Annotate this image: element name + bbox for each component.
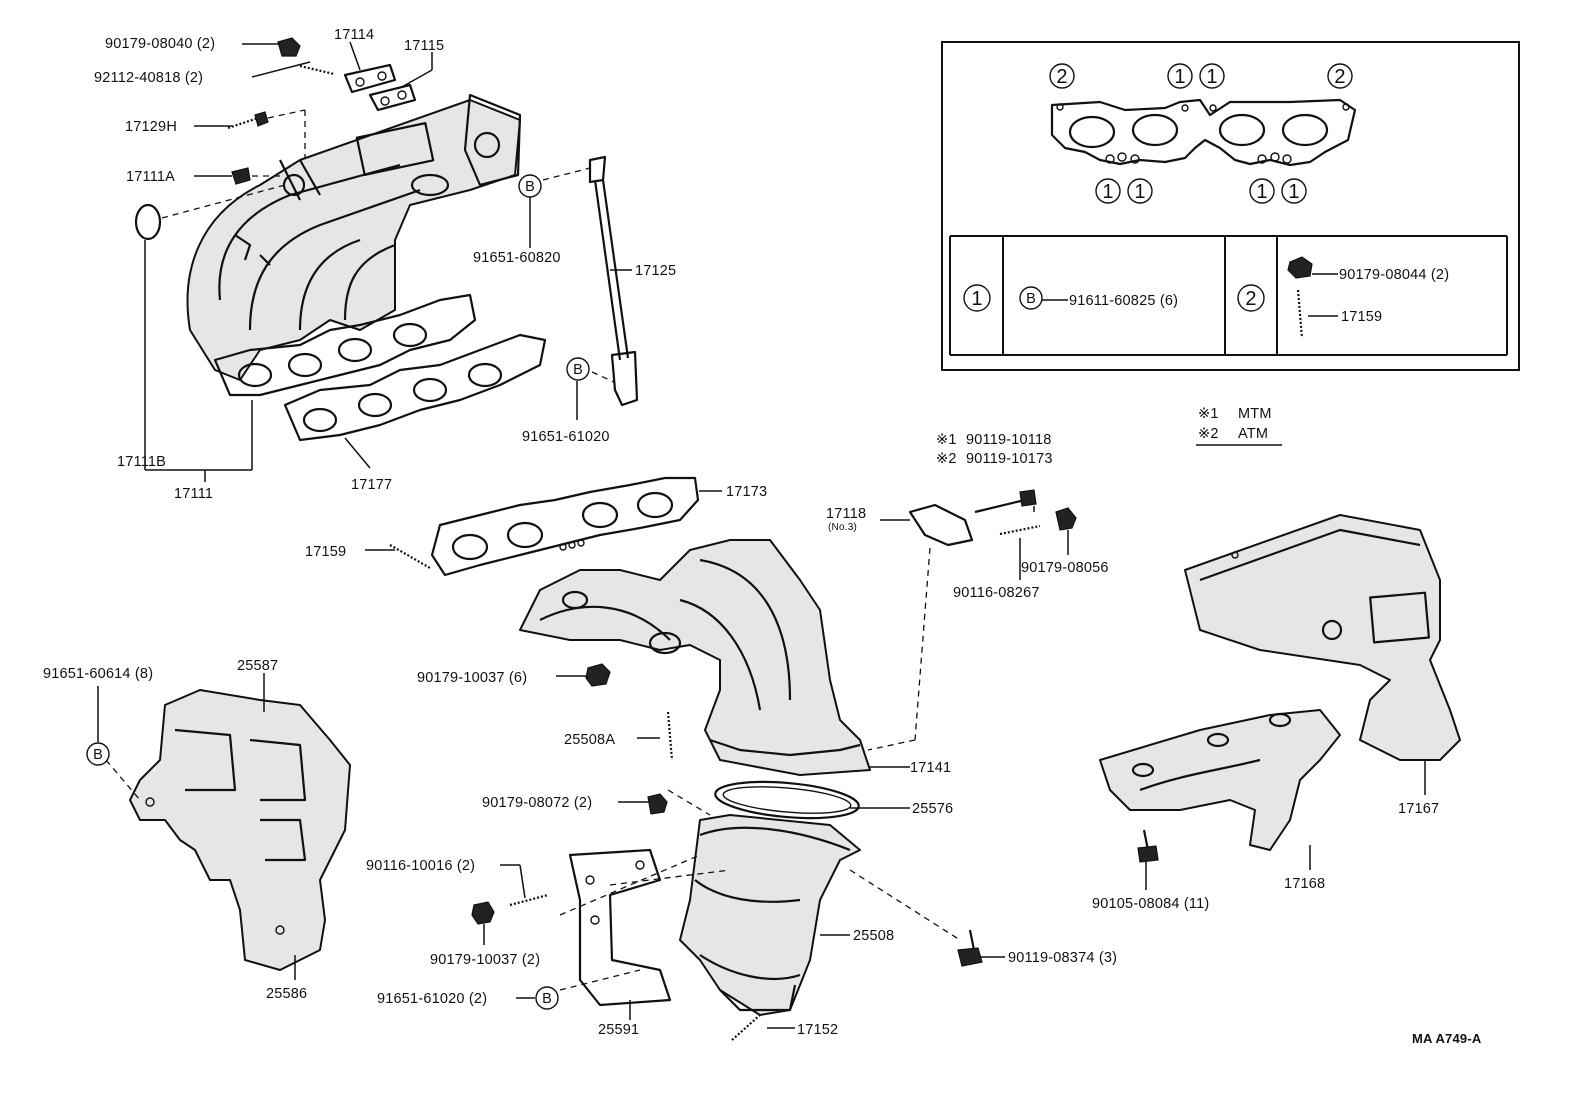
label-90119-08374: 90119-08374 (3) — [1008, 950, 1117, 966]
svg-text:B: B — [1026, 291, 1036, 307]
converter-25508-drawing — [679, 814, 861, 1016]
svg-text:1: 1 — [1102, 181, 1113, 203]
legend-row1-part: 91611-60825 (6) — [1069, 293, 1178, 309]
note-mark-1-label: ※1 — [936, 432, 957, 448]
leader-lines — [97, 41, 1426, 1029]
exhaust-manifold-17141-drawing — [519, 539, 871, 776]
gasket-17177-drawing — [213, 293, 547, 442]
label-90179-10037-2: 90179-10037 (2) — [430, 952, 540, 968]
svg-text:1: 1 — [1134, 181, 1145, 203]
b-marker — [566, 357, 590, 381]
label-91651-60614: 91651-60614 (8) — [43, 666, 153, 682]
label-17168: 17168 — [1284, 876, 1325, 892]
svg-text:B: B — [525, 179, 535, 195]
label-17118: 17118 — [826, 506, 866, 522]
label-90179-10037-6: 90179-10037 (6) — [417, 670, 527, 686]
label-17115: 17115 — [404, 38, 444, 54]
gasket-ring-drawing — [134, 203, 162, 241]
heat-insulator-17167-drawing — [1184, 514, 1461, 761]
label-17129h: 17129H — [125, 119, 177, 135]
stud-icon — [1296, 289, 1304, 339]
label-17111a: 17111A — [126, 169, 175, 185]
svg-text:B: B — [573, 362, 583, 378]
fasteners — [389, 489, 1159, 1041]
label-17114: 17114 — [334, 27, 374, 43]
b-marker — [1019, 286, 1043, 310]
label-17177: 17177 — [351, 477, 392, 493]
note-mark-2-label: ※2 — [936, 451, 957, 467]
nut-icon — [1287, 256, 1313, 279]
label-91651-60820: 91651-60820 — [473, 250, 561, 266]
label-17111: 17111 — [174, 486, 213, 502]
label-17152: 17152 — [797, 1022, 838, 1038]
note-2-mark: ※2 — [1198, 426, 1219, 442]
note-2-text: ATM — [1238, 426, 1268, 442]
label-92112-40818: 92112-40818 (2) — [94, 70, 203, 86]
label-25587: 25587 — [237, 658, 278, 674]
b-markers: B B B B B — [86, 174, 1043, 1010]
legend-box — [941, 41, 1520, 371]
label-17173: 17173 — [726, 484, 767, 500]
label-90116-08267: 90116-08267 — [953, 585, 1040, 601]
svg-text:2: 2 — [1245, 288, 1256, 310]
svg-text:2: 2 — [1056, 66, 1067, 88]
drawing-code: MA A749-A — [1412, 1031, 1482, 1046]
svg-text:B: B — [542, 991, 552, 1007]
label-90119-10118: 90119-10118 — [966, 432, 1052, 448]
label-90105-08084: 90105-08084 (11) — [1092, 896, 1209, 912]
label-90179-08040: 90179-08040 (2) — [105, 36, 215, 52]
heat-insulator-17168-drawing — [1099, 709, 1341, 851]
gasket-25576-drawing — [714, 780, 860, 820]
manifold-stay-17125-drawing — [588, 155, 639, 407]
label-25508: 25508 — [853, 928, 894, 944]
b-marker — [518, 174, 542, 198]
svg-text:1: 1 — [1174, 66, 1185, 88]
svg-text:B: B — [93, 747, 103, 763]
label-90179-08056: 90179-08056 — [1021, 560, 1109, 576]
heat-insulator-25587-drawing — [129, 689, 351, 971]
transmission-notes: ※1 MTM ※2 ATM — [1196, 406, 1282, 446]
b-marker — [86, 742, 110, 766]
svg-text:1: 1 — [1206, 66, 1217, 88]
label-25591: 25591 — [598, 1022, 639, 1038]
gasket-17173-drawing — [430, 476, 700, 577]
legend-numerals: 2 1 1 2 1 1 1 1 1 2 — [963, 63, 1353, 312]
label-17118-no3: (No.3) — [828, 522, 857, 533]
label-17167: 17167 — [1398, 801, 1439, 817]
svg-text:1: 1 — [1288, 181, 1299, 203]
bracket-25591-drawing — [568, 848, 672, 1007]
exhaust-manifold-17111-drawing — [186, 93, 522, 381]
legend-text: 91611-60825 (6) 90179-08044 (2) 17159 — [1042, 267, 1449, 325]
label-91651-61020-top: 91651-61020 — [522, 429, 610, 445]
legend-gasket-drawing — [1050, 98, 1357, 167]
legend-row2-part-b: 17159 — [1341, 309, 1382, 325]
label-17125: 17125 — [635, 263, 676, 279]
label-17141: 17141 — [910, 760, 951, 776]
label-25508a: 25508A — [564, 732, 615, 748]
svg-text:1: 1 — [1256, 181, 1267, 203]
label-91651-61020-bottom: 91651-61020 (2) — [377, 991, 487, 1007]
label-90116-10016: 90116-10016 (2) — [366, 858, 475, 874]
callout-labels: 90179-08040 (2) 92112-40818 (2) 17114 17… — [43, 27, 1482, 1046]
svg-text:2: 2 — [1334, 66, 1345, 88]
label-17159: 17159 — [305, 544, 346, 560]
note-1-mark: ※1 — [1198, 406, 1219, 422]
label-25576: 25576 — [912, 801, 953, 817]
svg-text:1: 1 — [971, 288, 982, 310]
small-top-parts — [227, 37, 417, 185]
b-marker — [535, 986, 559, 1010]
label-17111b: 17111B — [117, 454, 166, 470]
legend-row2-part-a: 90179-08044 (2) — [1339, 267, 1449, 283]
label-25586: 25586 — [266, 986, 307, 1002]
note-1-text: MTM — [1238, 406, 1272, 422]
label-90179-08072: 90179-08072 (2) — [482, 795, 592, 811]
label-90119-10173: 90119-10173 — [966, 451, 1053, 467]
